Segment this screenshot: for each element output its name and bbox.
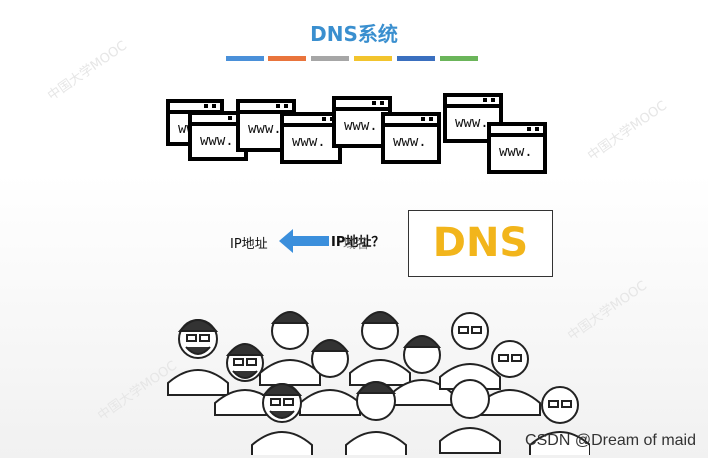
browser-window-icon: www. bbox=[381, 112, 441, 164]
person-icon bbox=[349, 311, 411, 386]
person-icon bbox=[167, 319, 229, 396]
person-icon bbox=[439, 379, 501, 454]
title-underline-gray bbox=[311, 56, 349, 61]
left-arrow-icon bbox=[279, 229, 329, 253]
title-underline-green bbox=[440, 56, 478, 61]
people-crowd-illustration bbox=[167, 311, 590, 455]
person-icon bbox=[299, 339, 361, 416]
browser-window-icon: www. bbox=[487, 122, 547, 174]
title-underline-blue bbox=[226, 56, 264, 61]
person-icon bbox=[529, 386, 590, 455]
person-icon bbox=[439, 312, 501, 390]
title-underline-yellow bbox=[354, 56, 392, 61]
person-icon bbox=[214, 343, 276, 416]
domain-query-label: IP地址？ bbox=[331, 235, 385, 250]
ip-address-label: IP地址 bbox=[230, 237, 268, 252]
title-underline-orange bbox=[268, 56, 306, 61]
dns-server-box: DNS bbox=[408, 210, 553, 277]
domain-overlap-label: 域名 bbox=[343, 237, 370, 252]
person-icon bbox=[251, 383, 313, 455]
title-underline-darkblue bbox=[397, 56, 435, 61]
background-watermark: 中国大学MOOC bbox=[585, 98, 670, 164]
person-icon bbox=[259, 311, 321, 386]
person-icon bbox=[345, 381, 407, 455]
csdn-watermark: CSDN @Dream of maid bbox=[525, 432, 696, 449]
dns-label: DNS bbox=[432, 220, 529, 266]
slide-title: DNS系统 bbox=[310, 22, 398, 46]
browser-window-icon: www. bbox=[280, 112, 342, 164]
